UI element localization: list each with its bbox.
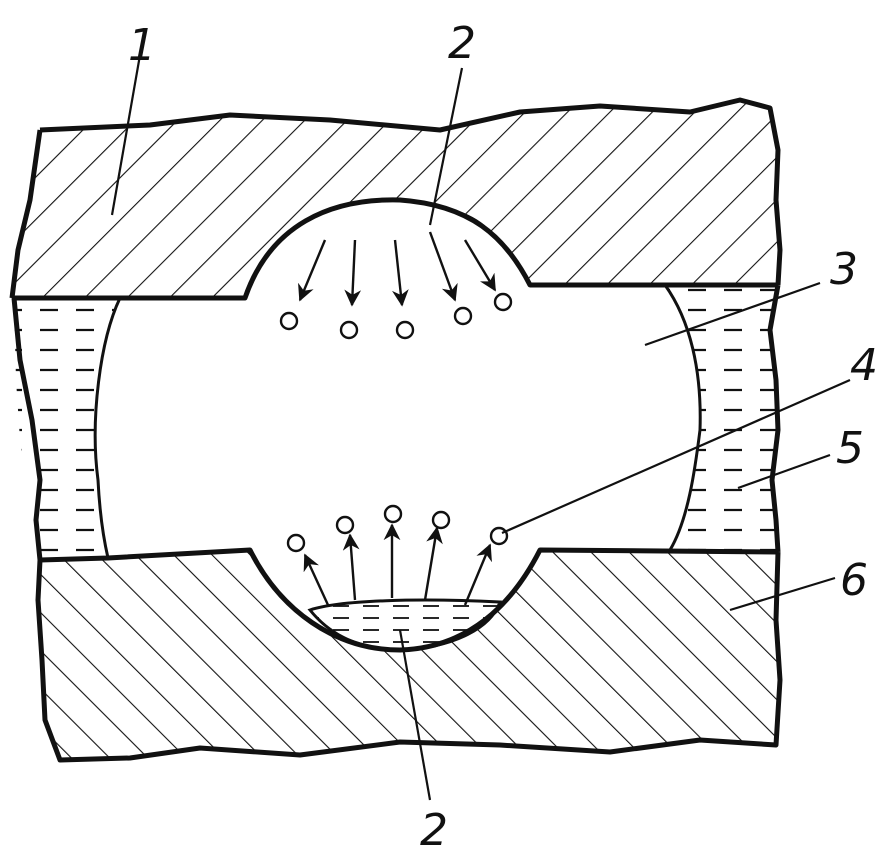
label-part-6: 6 bbox=[840, 555, 868, 606]
right-outer-edge bbox=[767, 284, 781, 553]
top-wall-left-edge bbox=[9, 129, 43, 299]
top-interface bbox=[12, 197, 778, 301]
bottom-vapor-arrows bbox=[303, 523, 492, 606]
top-vapor-arrows bbox=[298, 231, 497, 307]
bottom-wall bbox=[38, 550, 780, 760]
right-liquid bbox=[665, 285, 778, 552]
label-part-4: 4 bbox=[850, 340, 878, 391]
top-wall-outline bbox=[39, 97, 783, 286]
label-part-2-bottom: 2 bbox=[420, 805, 448, 856]
bottom-liquid-lens bbox=[307, 598, 503, 652]
leader-lines bbox=[110, 54, 851, 801]
left-liquid-edge bbox=[93, 297, 122, 559]
label-part-2-top: 2 bbox=[448, 18, 476, 69]
label-part-5: 5 bbox=[836, 423, 864, 474]
right-liquid-edge bbox=[663, 284, 702, 551]
vapor-cavity bbox=[91, 199, 701, 651]
bottom-wall-outline bbox=[35, 551, 783, 763]
top-vapor-bubbles bbox=[279, 292, 513, 340]
label-part-3: 3 bbox=[830, 244, 858, 295]
label-part-1: 1 bbox=[128, 20, 156, 71]
left-outer-edge bbox=[11, 297, 43, 561]
